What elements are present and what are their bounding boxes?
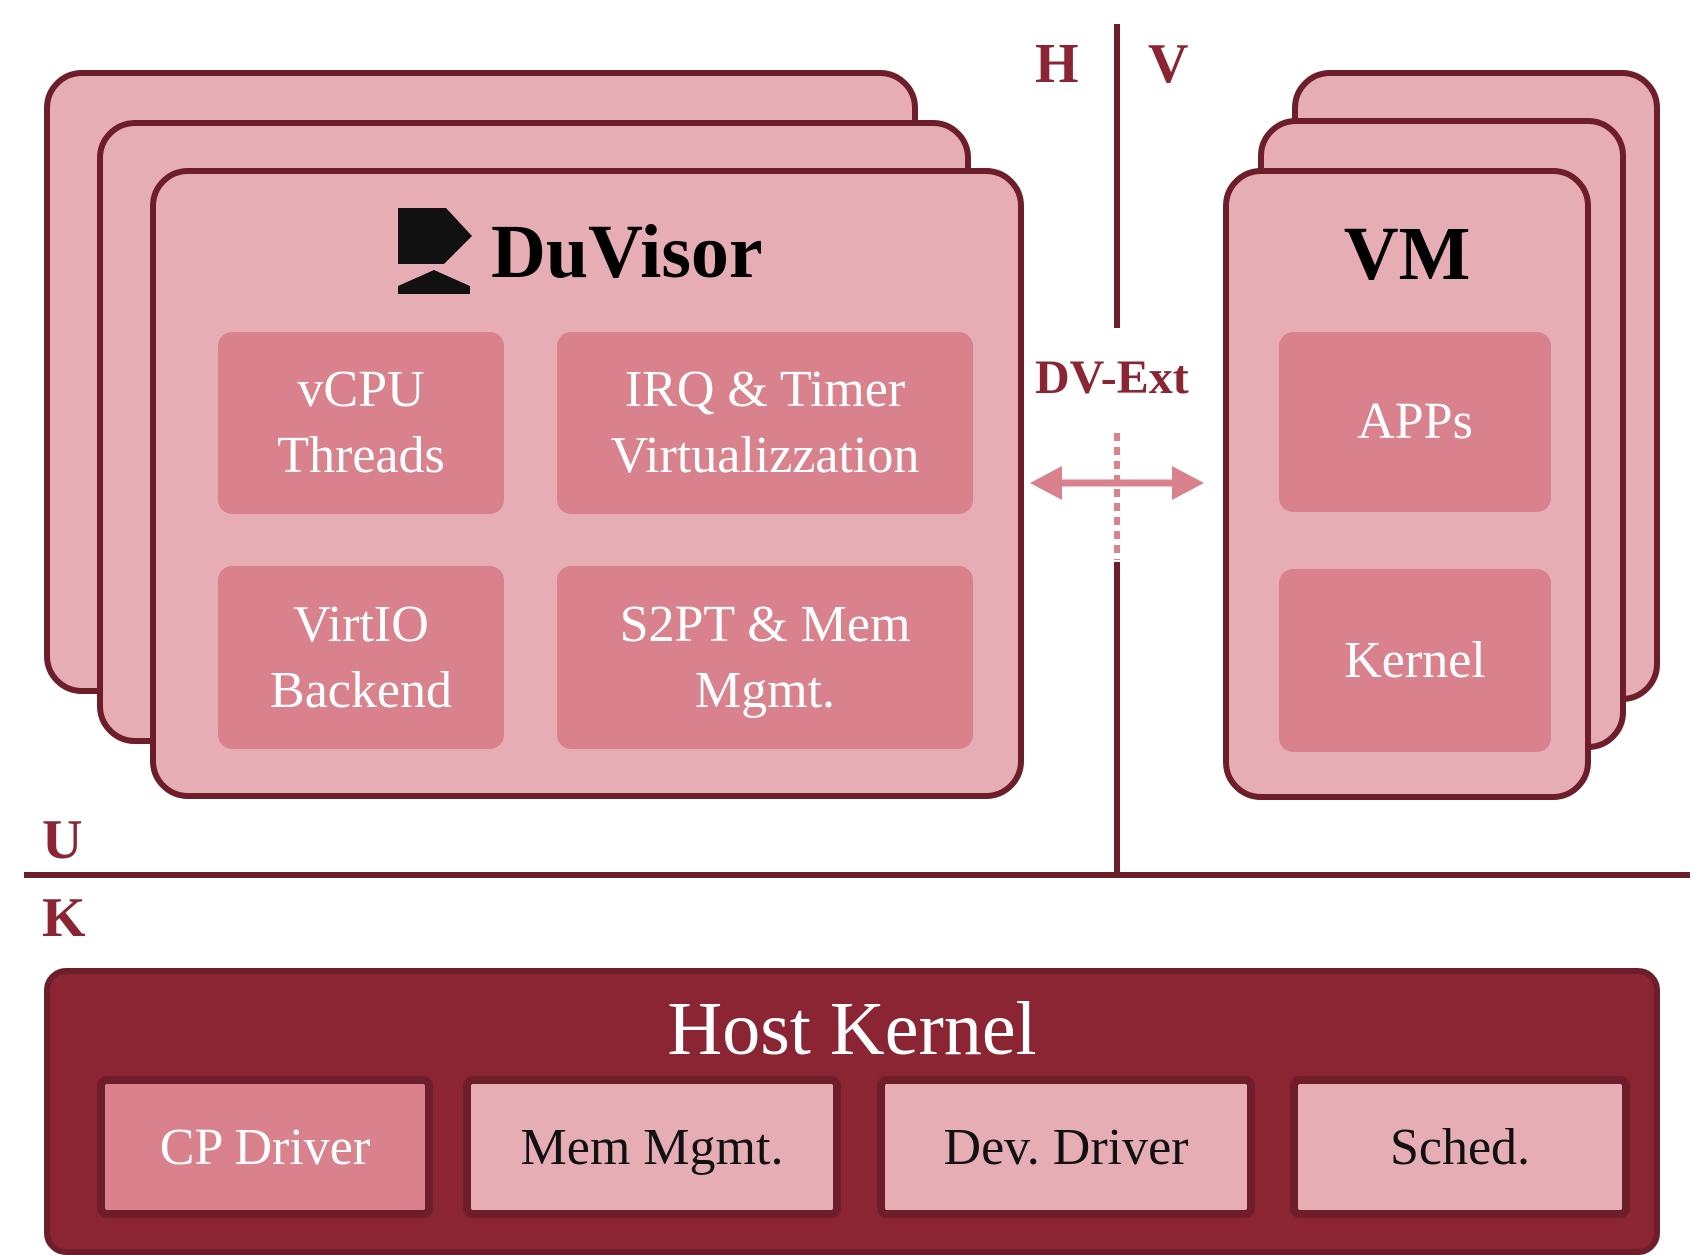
dv-ext-double-arrow (1030, 466, 1204, 500)
vm-title: VM (1343, 212, 1471, 296)
label-dv-ext: DV-Ext (1035, 351, 1189, 404)
vcpu-threads-box: vCPU Threads (218, 332, 504, 514)
s2pt-mem-box: S2PT & Mem Mgmt. (557, 566, 973, 749)
duvisor-box: DuVisor vCPU Threads IRQ & Timer Virtual… (150, 168, 1024, 799)
duvisor-title: DuVisor (491, 210, 763, 294)
label-u: U (42, 809, 83, 871)
irq-timer-box: IRQ & Timer Virtualizzation (557, 332, 973, 514)
virtio-backend-box: VirtIO Backend (218, 566, 504, 749)
cp-driver-box: CP Driver (97, 1076, 433, 1218)
label-k: K (42, 887, 86, 949)
host-kernel-title: Host Kernel (667, 987, 1037, 1071)
duvisor-logo-icon (398, 208, 472, 294)
vm-kernel-box: Kernel (1279, 569, 1551, 752)
sched-box: Sched. (1290, 1076, 1630, 1218)
label-v: V (1148, 33, 1189, 95)
vm-apps-box: APPs (1279, 332, 1551, 512)
vm-box: VM APPs Kernel (1223, 168, 1591, 800)
label-h: H (1035, 33, 1079, 95)
mem-mgmt-box: Mem Mgmt. (463, 1076, 841, 1218)
dev-driver-box: Dev. Driver (877, 1076, 1255, 1218)
host-kernel-box: Host Kernel CP Driver Mem Mgmt. Dev. Dri… (44, 968, 1660, 1255)
